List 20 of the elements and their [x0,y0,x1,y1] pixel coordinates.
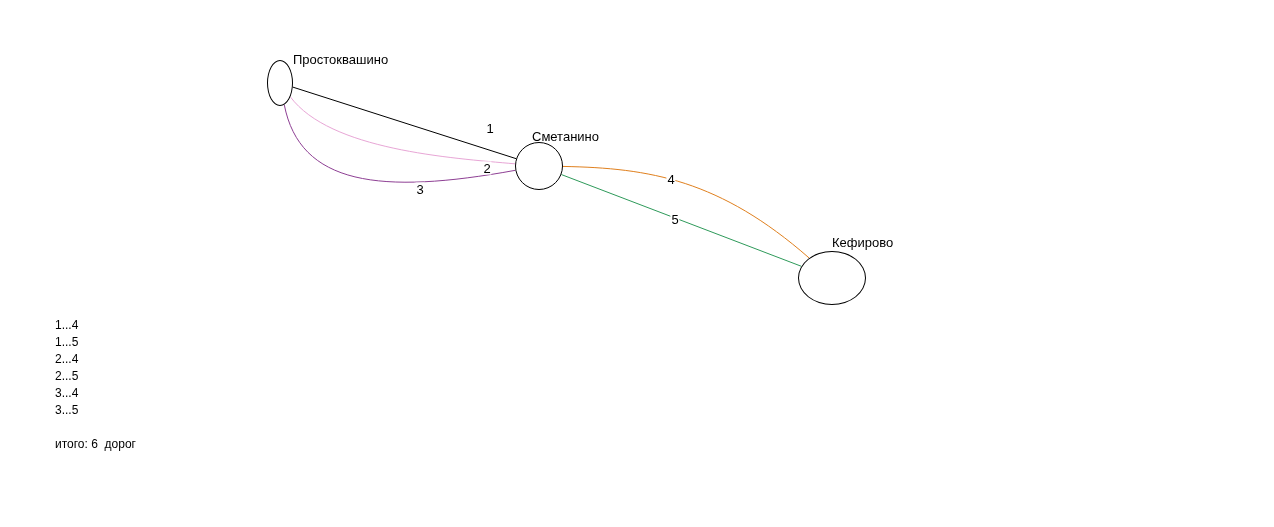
edge-label: 2 [482,161,492,175]
note-text: 3...5 [55,402,80,419]
road-line [562,165,810,259]
road-line [283,104,516,183]
place-name: Кефирово [832,235,894,251]
place-name: Простоквашино [293,52,389,68]
road-line [560,174,802,267]
edge-label: 1 [485,121,495,135]
edge-label: 4 [666,172,676,186]
note-text: итого: 6 дорог [55,436,136,453]
road-line [289,96,516,165]
place-name: Сметанино [532,129,599,145]
note-text: 3...4 [55,385,80,402]
note-text: 2...5 [55,368,80,385]
note-text: 1...4 [55,317,80,334]
road-line [292,86,517,160]
note-text: 2...4 [55,351,80,368]
note-text: 1...5 [55,334,80,351]
edge-label: 3 [415,182,425,196]
edge-label: 5 [670,212,680,226]
